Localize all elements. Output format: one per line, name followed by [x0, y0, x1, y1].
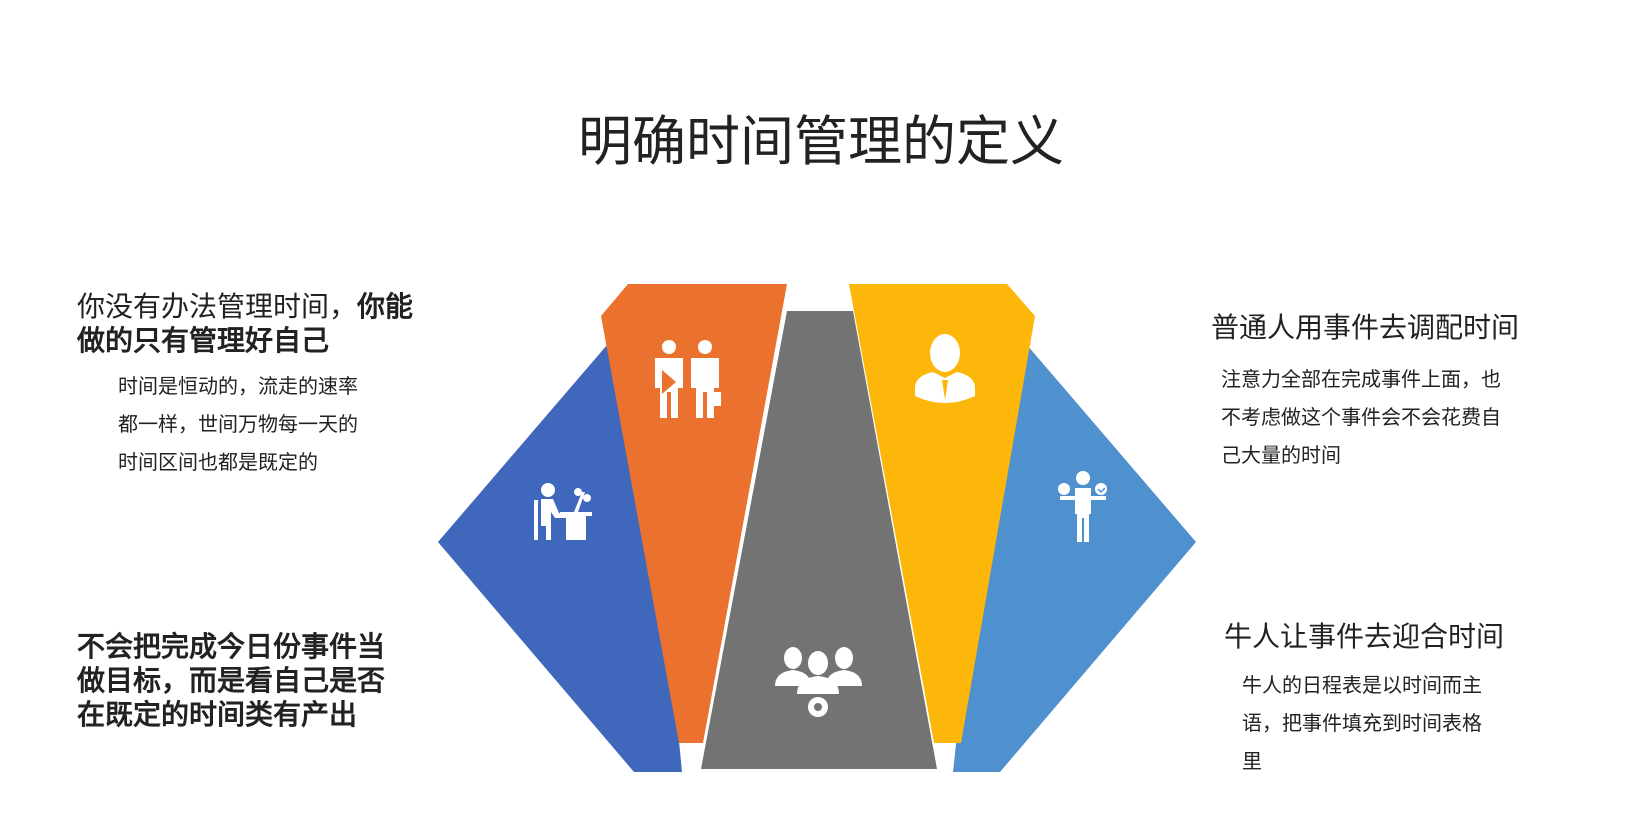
body-line: 己大量的时间 [1221, 443, 1341, 467]
body-line: 都一样，世间万物每一天的 [118, 412, 358, 436]
gray-center-panel [701, 311, 937, 769]
heading-normal-part: 你没有办法管理时间， [77, 290, 358, 323]
left-top-heading: 你没有办法管理时间，你能 做的只有管理好自己 [77, 290, 437, 358]
body-line: 里 [1242, 749, 1262, 773]
yellow-panel [849, 284, 1035, 743]
business-partners-icon [655, 340, 721, 418]
heading-bold-part: 你能 [357, 290, 414, 323]
businessman-icon [915, 334, 975, 403]
orange-panel [601, 284, 787, 743]
body-line: 时间是恒动的，流走的速率 [118, 374, 358, 398]
heading-bold-line: 做的只有管理好自己 [77, 324, 330, 357]
text-line: 在既定的时间类有产出 [77, 698, 358, 731]
right-top-heading: 普通人用事件去调配时间 [1211, 311, 1520, 344]
text-line: 做目标，而是看自己是否 [77, 664, 386, 697]
body-line: 语，把事件填充到时间表格 [1242, 711, 1482, 735]
right-bottom-heading: 牛人让事件去迎合时间 [1224, 620, 1505, 653]
blue-left-panel [438, 340, 682, 772]
right-bottom-body: 牛人的日程表是以时间而主 语，把事件填充到时间表格 里 [1242, 666, 1482, 780]
light-blue-right-panel [953, 340, 1196, 772]
worker-at-desk-icon [534, 483, 592, 540]
page-title: 明确时间管理的定义 [578, 110, 1064, 173]
body-line: 注意力全部在完成事件上面，也 [1221, 367, 1501, 391]
body-line: 牛人的日程表是以时间而主 [1242, 673, 1482, 697]
left-top-body: 时间是恒动的，流走的速率 都一样，世间万物每一天的 时间区间也都是既定的 [118, 367, 358, 481]
text-line: 不会把完成今日份事件当 [77, 630, 386, 663]
team-settings-icon [775, 647, 862, 717]
body-line: 时间区间也都是既定的 [118, 450, 318, 474]
left-bottom-text: 不会把完成今日份事件当 做目标，而是看自己是否 在既定的时间类有产出 [77, 630, 385, 732]
time-money-balance-icon [1058, 471, 1107, 542]
right-top-body: 注意力全部在完成事件上面，也 不考虑做这个事件会不会花费自 己大量的时间 [1221, 360, 1501, 474]
body-line: 不考虑做这个事件会不会花费自 [1221, 405, 1501, 429]
